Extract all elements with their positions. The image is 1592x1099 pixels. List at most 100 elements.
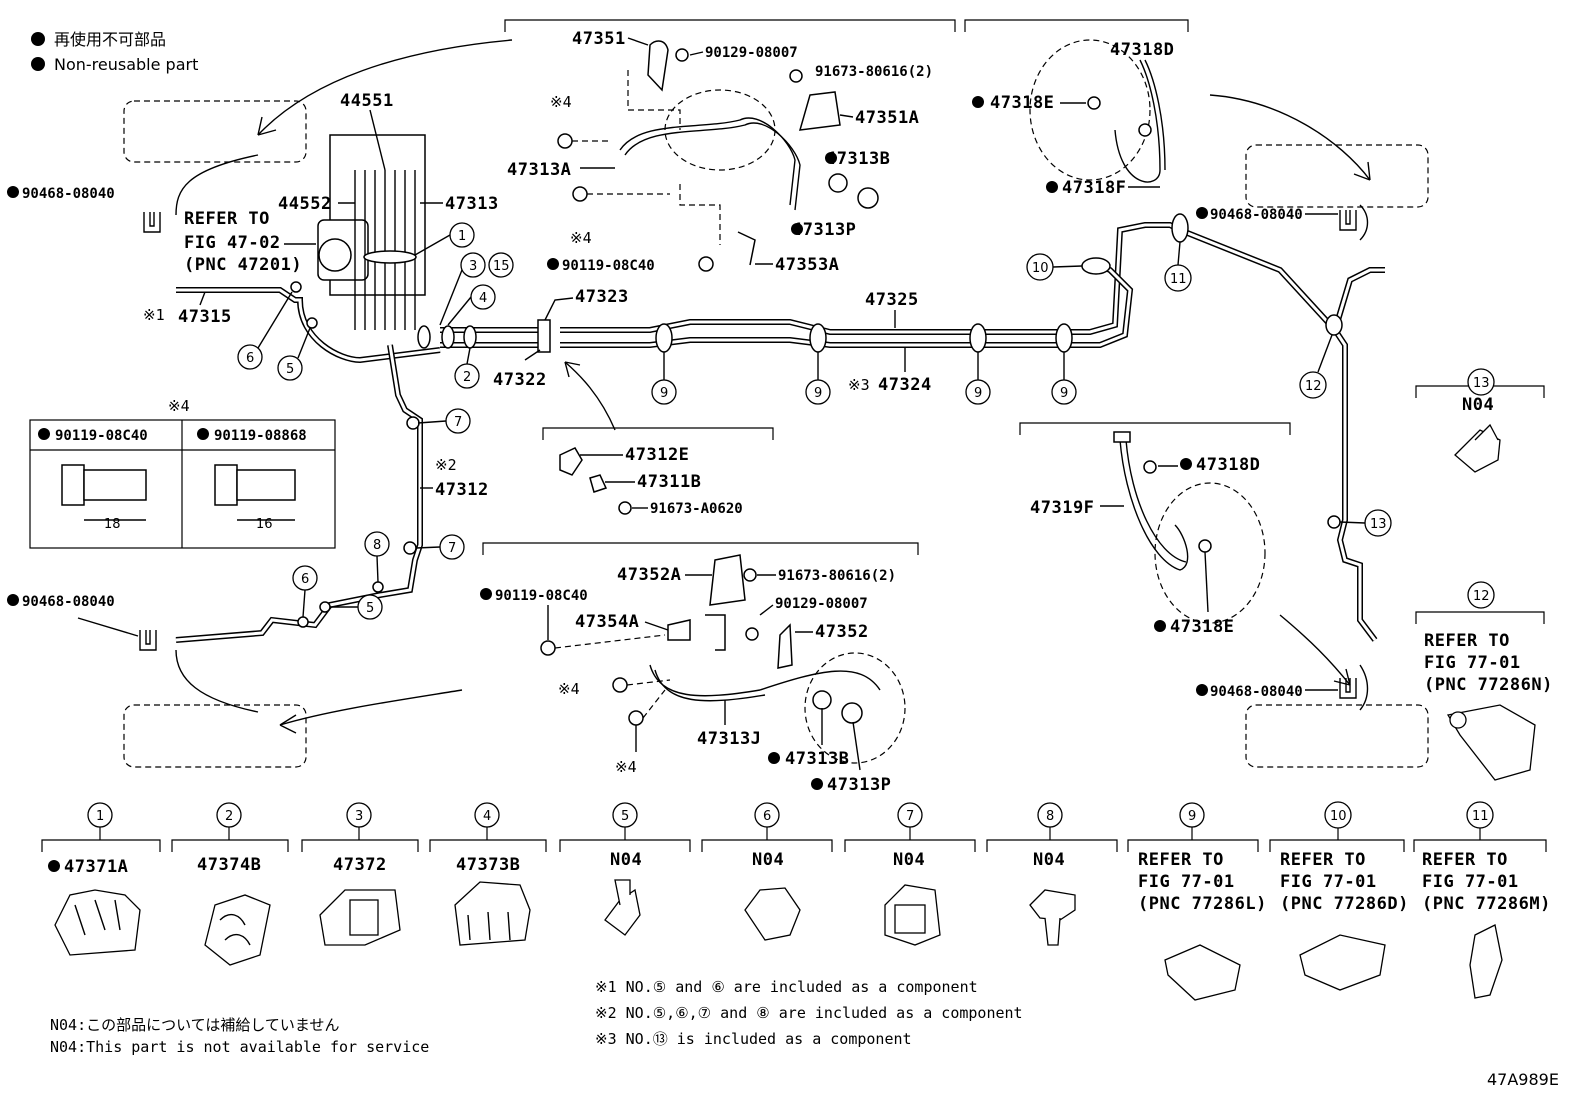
non-reusable-dot-icon — [31, 32, 45, 46]
clip-11-icon — [1469, 924, 1503, 999]
svg-text:8: 8 — [1046, 809, 1054, 824]
label-90129-bot: 90129-08007 — [775, 596, 868, 612]
figure-id: 47A989E — [1487, 1070, 1559, 1089]
tube-end-fittings — [139, 154, 1369, 713]
non-reusable-dot-icon — [547, 258, 559, 270]
non-reusable-dot-icon — [480, 588, 492, 600]
arrow-bottom-right — [1279, 614, 1351, 686]
clip-2-icon — [204, 894, 271, 966]
svg-text:2: 2 — [225, 809, 233, 824]
bracket-clip-set — [542, 427, 774, 440]
clip-1-label: 47371A — [64, 857, 128, 877]
clip-6-label: N04 — [752, 850, 784, 870]
clip-1-item: 1 47371A — [41, 802, 161, 956]
clip-7-item: 7 N04 — [844, 802, 976, 946]
refer-11-line3: (PNC 77286M) — [1422, 894, 1551, 914]
label-47313: 47313 — [445, 194, 499, 214]
bracket-12 — [1415, 611, 1545, 624]
n04-note-en: N04:This part is not available for servi… — [50, 1038, 429, 1056]
svg-text:5: 5 — [286, 362, 294, 377]
note1-47315: ※1 — [143, 306, 165, 324]
clip-6-item: 6 N04 — [701, 802, 833, 941]
clip-3-item: 3 47372 — [301, 802, 419, 946]
label-91673-top: 91673-80616(2) — [815, 64, 933, 80]
svg-text:11: 11 — [1472, 809, 1489, 824]
bolt-right-dim: 16 — [256, 517, 273, 532]
clip-2-label: 47374B — [197, 855, 261, 875]
ref-box-top-right — [1245, 144, 1429, 208]
svg-text:7: 7 — [906, 809, 914, 824]
label-47313P-bot: 47313P — [827, 775, 891, 795]
label-44551: 44551 — [340, 91, 394, 111]
svg-text:4: 4 — [483, 809, 491, 824]
bolt-right-icon — [214, 464, 238, 506]
non-reusable-dot-icon — [825, 152, 837, 164]
label-47311B: 47311B — [637, 472, 701, 492]
label-90129-top: 90129-08007 — [705, 45, 798, 61]
refer-9-line2: FIG 77-01 — [1138, 872, 1235, 892]
non-reusable-dot-icon — [811, 778, 823, 790]
note-2: ※2 NO.⑤,⑥,⑦ and ⑧ are included as a comp… — [595, 1004, 1023, 1022]
clip-10-item: 10 REFER TO FIG 77-01 (PNC 77286D) — [1269, 801, 1409, 991]
label-90468-tr: 90468-08040 — [1210, 207, 1303, 223]
refer-10-line3: (PNC 77286D) — [1280, 894, 1409, 914]
non-reusable-dot-icon — [1046, 181, 1058, 193]
clip-6-icon — [744, 887, 801, 941]
arrow-clip-set — [564, 361, 616, 431]
clip-10-icon — [1299, 934, 1386, 991]
refer-10-line2: FIG 77-01 — [1280, 872, 1377, 892]
svg-text:9: 9 — [974, 386, 982, 401]
callouts: 1 3 15 4 2 6 5 7 7 8 6 5 9 9 9 9 10 11 1… — [237, 222, 1495, 620]
clip-5-icon — [604, 888, 641, 936]
non-reusable-dot-icon — [7, 594, 19, 606]
svg-text:2: 2 — [463, 370, 471, 385]
svg-text:5: 5 — [366, 601, 374, 616]
n04-note-jp: N04:この部品については補給していません — [50, 1016, 339, 1034]
front-hose-assembly — [557, 40, 879, 272]
svg-text:9: 9 — [1188, 809, 1196, 824]
label-n04-13: N04 — [1462, 395, 1494, 415]
label-91673-mid: 91673-A0620 — [650, 501, 743, 517]
clip-8-icon — [1029, 889, 1076, 921]
label-90468-mr: 90468-08040 — [1210, 684, 1303, 700]
clip-8-item: 8 N04 — [986, 802, 1118, 946]
clip-8-label: N04 — [1033, 850, 1065, 870]
bolt-box: ※4 90119-08C40 90119-08868 18 16 — [29, 397, 336, 549]
svg-text:6: 6 — [246, 351, 254, 366]
label-47353A: 47353A — [775, 255, 839, 275]
label-47313J: 47313J — [697, 729, 761, 749]
svg-text:1: 1 — [96, 809, 104, 824]
bracket-rear-hose-top — [964, 19, 1189, 32]
clip-5-label: N04 — [610, 850, 642, 870]
note4-bot1: ※4 — [558, 680, 580, 698]
note-1: ※1 NO.⑤ and ⑥ are included as a componen… — [595, 978, 978, 996]
note-3: ※3 NO.⑬ is included as a component — [595, 1030, 912, 1048]
refer-12-line3: (PNC 77286N) — [1424, 675, 1553, 695]
label-47351A: 47351A — [855, 108, 919, 128]
bottom-clip-row: 1 47371A 2 47374B 3 47372 4 47373B — [41, 801, 1551, 1001]
svg-text:12: 12 — [1305, 379, 1322, 394]
label-90119-bot: 90119-08C40 — [495, 588, 588, 604]
refer-11-line2: FIG 77-01 — [1422, 872, 1519, 892]
label-44552: 44552 — [278, 194, 332, 214]
ref-box-bottom-right — [1245, 704, 1429, 768]
clip-9-icon — [1164, 944, 1241, 1001]
label-47318F: 47318F — [1062, 178, 1126, 198]
svg-text:6: 6 — [301, 572, 309, 587]
note4-top2: ※4 — [570, 229, 592, 247]
non-reusable-dot-icon — [31, 57, 45, 71]
non-reusable-dot-icon — [48, 860, 60, 872]
clip-4-item: 4 47373B — [429, 802, 547, 946]
label-47324: 47324 — [878, 375, 932, 395]
non-reusable-dot-icon — [768, 752, 780, 764]
clip-3-label: 47372 — [333, 855, 387, 875]
label-47352A: 47352A — [617, 565, 681, 585]
bracket-rear-hose — [482, 542, 919, 555]
label-91673-bot: 91673-80616(2) — [778, 568, 896, 584]
bolt-right-label: 90119-08868 — [214, 428, 307, 444]
part-labels: 47351 90129-08007 91673-80616(2) 47351A … — [7, 29, 1553, 795]
svg-text:7: 7 — [454, 415, 462, 430]
non-reusable-dot-icon — [1180, 458, 1192, 470]
label-90119-top: 90119-08C40 — [562, 258, 655, 274]
